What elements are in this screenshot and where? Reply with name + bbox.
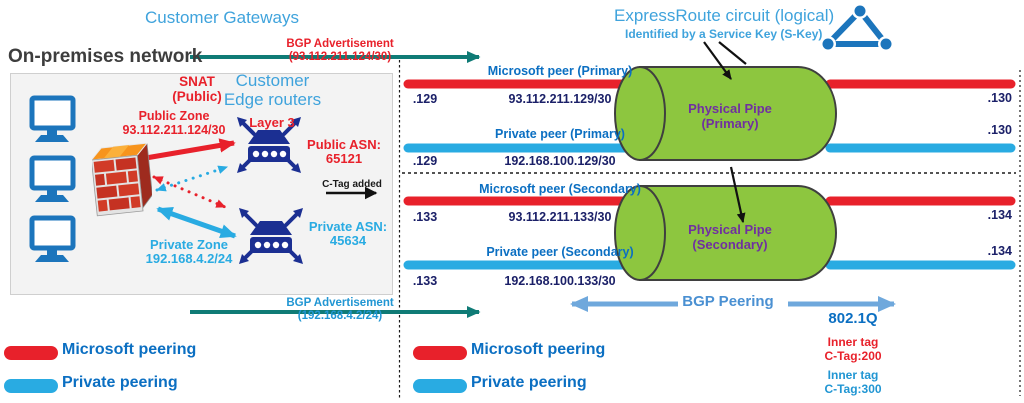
microsoft-peering-swatch bbox=[413, 346, 467, 360]
private-peering-swatch bbox=[413, 379, 467, 393]
ms-tag-line2: C-Tag:200 bbox=[824, 348, 882, 363]
firewall-icon bbox=[92, 143, 152, 217]
microsoft-inner-tag-label: Inner tag C-Tag:200 bbox=[810, 335, 896, 363]
microsoft-peer-primary-label: Microsoft peer (Primary) bbox=[487, 64, 633, 78]
legend-private-peering-right: Private peering bbox=[471, 374, 587, 391]
private-zone-arrow bbox=[156, 206, 237, 239]
bgp-adv-top-line2: (93.112.211.124/30) bbox=[288, 50, 392, 63]
private-peer-primary-left-ip: .129 bbox=[412, 154, 438, 168]
router-public-icon bbox=[234, 114, 304, 176]
private-asn-label: Private ASN: 45634 bbox=[302, 219, 394, 249]
layer3-label: Layer 3 bbox=[249, 115, 295, 130]
monitor-icon bbox=[28, 95, 76, 145]
pipe-primary-line1: Physical Pipe bbox=[688, 101, 772, 116]
private-zone-line2: 192.168.4.2/24 bbox=[145, 251, 233, 267]
bgp-adv-bottom-line2: (192.168.4.2/24) bbox=[297, 309, 383, 322]
public-zone-arrow bbox=[132, 138, 236, 165]
monitor-icon bbox=[28, 215, 76, 265]
pipe-secondary-line2: (Secondary) bbox=[692, 237, 768, 252]
expressroute-title: ExpressRoute circuit (logical) bbox=[614, 6, 835, 25]
private-peering-swatch bbox=[4, 379, 58, 393]
service-key-pointer-primary bbox=[703, 41, 732, 80]
private-peer-secondary-subnet: 192.168.100.133/30 bbox=[504, 274, 616, 288]
bgp-advertisement-bottom-label: BGP Advertisement (192.168.4.2/24) bbox=[283, 297, 397, 322]
legend-microsoft-peering-left: Microsoft peering bbox=[62, 341, 197, 358]
legend-private-peering-left: Private peering bbox=[62, 374, 178, 391]
private-peer-secondary-left-ip: .133 bbox=[412, 274, 438, 288]
public-zone-line2: 93.112.211.124/30 bbox=[122, 122, 226, 137]
bgp-adv-top-line1: BGP Advertisement bbox=[286, 38, 394, 50]
peer-lines bbox=[403, 79, 1016, 270]
physical-pipe-secondary-label: Physical Pipe (Secondary) bbox=[650, 222, 810, 252]
edge-line2: Edge routers bbox=[223, 89, 322, 109]
service-key-subtitle: Identified by a Service Key (S-Key) bbox=[625, 27, 823, 41]
priv-tag-line1: Inner tag bbox=[827, 368, 879, 382]
public-asn-line1: Public ASN: bbox=[307, 137, 381, 152]
private-peer-primary-right-ip: .130 bbox=[987, 123, 1012, 137]
public-asn-label: Public ASN: 65121 bbox=[302, 137, 386, 167]
microsoft-peer-secondary-subnet: 93.112.211.133/30 bbox=[508, 210, 612, 224]
snat-dotted-red-arrow bbox=[152, 175, 227, 209]
snat-dotted-blue-arrow bbox=[155, 165, 229, 192]
microsoft-peer-secondary-right-ip: .134 bbox=[987, 208, 1012, 222]
public-asn-line2: 65121 bbox=[325, 151, 363, 167]
ms-tag-line1: Inner tag bbox=[827, 335, 879, 349]
legend-microsoft-peering-right: Microsoft peering bbox=[471, 341, 606, 358]
on-premises-title: On-premises network bbox=[8, 46, 203, 67]
private-peer-secondary-label: Private peer (Secondary) bbox=[486, 245, 634, 259]
snat-label: SNAT (Public) bbox=[163, 74, 231, 105]
dot1q-label: 802.1Q bbox=[828, 310, 878, 327]
microsoft-peer-secondary-label: Microsoft peer (Secondary) bbox=[479, 182, 641, 196]
pipe-primary-line2: (Primary) bbox=[701, 116, 759, 131]
microsoft-peer-primary-subnet: 93.112.211.129/30 bbox=[508, 92, 612, 106]
circuit-triangle-icon bbox=[820, 4, 894, 52]
ctag-added-label: C-Tag added bbox=[322, 179, 382, 190]
customer-gateways-title: Customer Gateways bbox=[145, 8, 299, 27]
public-zone-label: Public Zone 93.112.211.124/30 bbox=[116, 109, 232, 138]
snat-line2: (Public) bbox=[172, 88, 222, 104]
bgp-peering-label: BGP Peering bbox=[682, 293, 774, 310]
edge-line1: Customer bbox=[235, 71, 310, 90]
public-zone-line1: Public Zone bbox=[138, 109, 210, 123]
physical-pipe-secondary bbox=[614, 185, 838, 281]
microsoft-peering-swatch bbox=[4, 346, 58, 360]
private-inner-tag-label: Inner tag C-Tag:300 bbox=[810, 368, 896, 396]
customer-edge-routers-label: Customer Edge routers bbox=[205, 71, 340, 109]
priv-tag-line2: C-Tag:300 bbox=[824, 381, 882, 396]
microsoft-peer-primary-left-ip: .129 bbox=[412, 92, 438, 106]
pipe-secondary-line1: Physical Pipe bbox=[688, 222, 772, 237]
microsoft-peer-primary-right-ip: .130 bbox=[987, 91, 1012, 105]
router-private-icon bbox=[236, 205, 306, 267]
snat-line1: SNAT bbox=[179, 74, 215, 89]
bgp-advertisement-top-label: BGP Advertisement (93.112.211.124/30) bbox=[283, 38, 397, 63]
physical-pipe-primary-label: Physical Pipe (Primary) bbox=[650, 101, 810, 131]
private-peer-secondary-right-ip: .134 bbox=[987, 244, 1012, 258]
microsoft-peer-secondary-left-ip: .133 bbox=[412, 210, 438, 224]
service-key-pointer-tail bbox=[718, 41, 747, 65]
physical-pipe-primary bbox=[614, 66, 838, 161]
private-asn-line1: Private ASN: bbox=[308, 219, 388, 234]
service-key-pointer-secondary bbox=[729, 166, 746, 224]
private-zone-label: Private Zone 192.168.4.2/24 bbox=[136, 237, 242, 267]
monitor-icon bbox=[28, 155, 76, 205]
private-peer-primary-subnet: 192.168.100.129/30 bbox=[504, 154, 616, 168]
private-asn-line2: 45634 bbox=[329, 233, 367, 249]
private-peer-primary-label: Private peer (Primary) bbox=[495, 127, 625, 141]
bgp-adv-bottom-line1: BGP Advertisement bbox=[286, 297, 394, 309]
private-zone-line1: Private Zone bbox=[149, 237, 229, 252]
